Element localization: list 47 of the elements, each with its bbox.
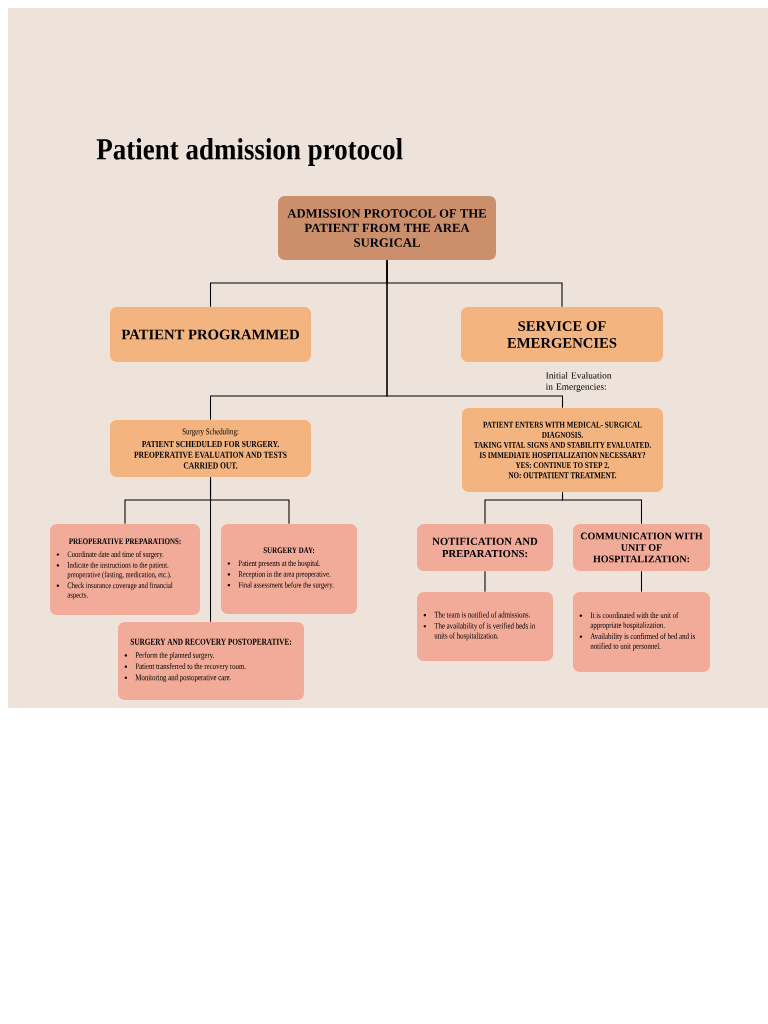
box-text: ADMISSION PROTOCOL OF THE PATIENT FROM THE AREA SURGICAL — [287, 209, 486, 247]
process-box — [573, 524, 710, 571]
box-subtitle: Surgery Scheduling: — [182, 428, 239, 437]
box-text: COMMUNICATION WITH UNIT OF HOSPITALIZATION: — [580, 532, 703, 563]
box-text: PATIENT PROGRAMMED — [121, 329, 299, 340]
box-heading: SURGERY DAY: — [263, 547, 315, 554]
bullet-item: The availability of is verified beds in units of hospitalization. — [434, 622, 536, 641]
process-box — [50, 524, 200, 615]
bullet-item: Patient presents at the hospital. — [238, 560, 320, 568]
title: Patient admission protocol — [96, 138, 403, 166]
annotation-text: Initial Evaluation in Emergencies: — [545, 372, 612, 392]
box-heading: PREOPERATIVE PREPARATIONS: — [69, 538, 181, 545]
process-box — [118, 622, 304, 700]
process-box — [417, 592, 553, 661]
process-box — [110, 420, 311, 477]
bullet-item: Check insurance coverage and financial aspects. — [67, 582, 173, 600]
box-text: SERVICE OF EMERGENCIES — [507, 321, 617, 348]
bullet-item: Indicate the instructions to the patient. preoperative (fasting, medication, etc.). — [67, 562, 172, 579]
connector-line — [640, 570, 643, 593]
process-box — [221, 524, 357, 614]
box-text: PATIENT SCHEDULED FOR SURGERY. PREOPERATIVE EVALUATION AND TESTS CARRIED OUT. — [134, 440, 287, 469]
bullet-item: Final assessment before the surgery. — [238, 581, 334, 590]
bullet-item: Availability is confirmed of bed and is notified to unit personnel. — [590, 633, 695, 651]
box-text: NO: OUTPATIENT TREATMENT. — [508, 472, 617, 479]
connector-line — [561, 491, 643, 525]
bullet-item: The team is notified of admissions. — [434, 611, 530, 618]
process-box — [110, 307, 311, 362]
bullet-item: Patient transferred to the recovery room. — [135, 663, 246, 671]
connector-line — [209, 476, 212, 623]
box-text: IS IMMEDIATE HOSPITALIZATION NECESSARY? — [479, 452, 646, 459]
box-text: NOTIFICATION AND PREPARATIONS: — [432, 537, 538, 558]
connector-line — [484, 570, 486, 593]
bullet-item: Perform the planned surgery. — [135, 651, 214, 660]
process-box — [461, 307, 663, 362]
box-text: TAKING VITAL SIGNS AND STABILITY EVALUATED. — [473, 441, 651, 448]
process-box — [278, 196, 496, 260]
bullet-item: Reception in the area preoperative. — [238, 571, 331, 579]
process-box — [462, 408, 663, 492]
box-text: PATIENT ENTERS WITH MEDICAL- SURGICAL DIAGNOSIS. — [483, 421, 642, 438]
bullet-item: Monitoring and postoperative care. — [135, 674, 231, 682]
process-box — [573, 592, 710, 672]
bullet-item: Coordinate date and time of surgery. — [67, 551, 164, 559]
box-heading: SURGERY AND RECOVERY POSTOPERATIVE: — [130, 638, 292, 645]
box-text: YES: CONTINUE TO STEP 2. — [515, 462, 610, 469]
bullet-item: It is coordinated with the unit of appropriate hospitalization. — [590, 612, 679, 630]
connector-line — [386, 259, 564, 409]
process-box — [417, 524, 553, 571]
